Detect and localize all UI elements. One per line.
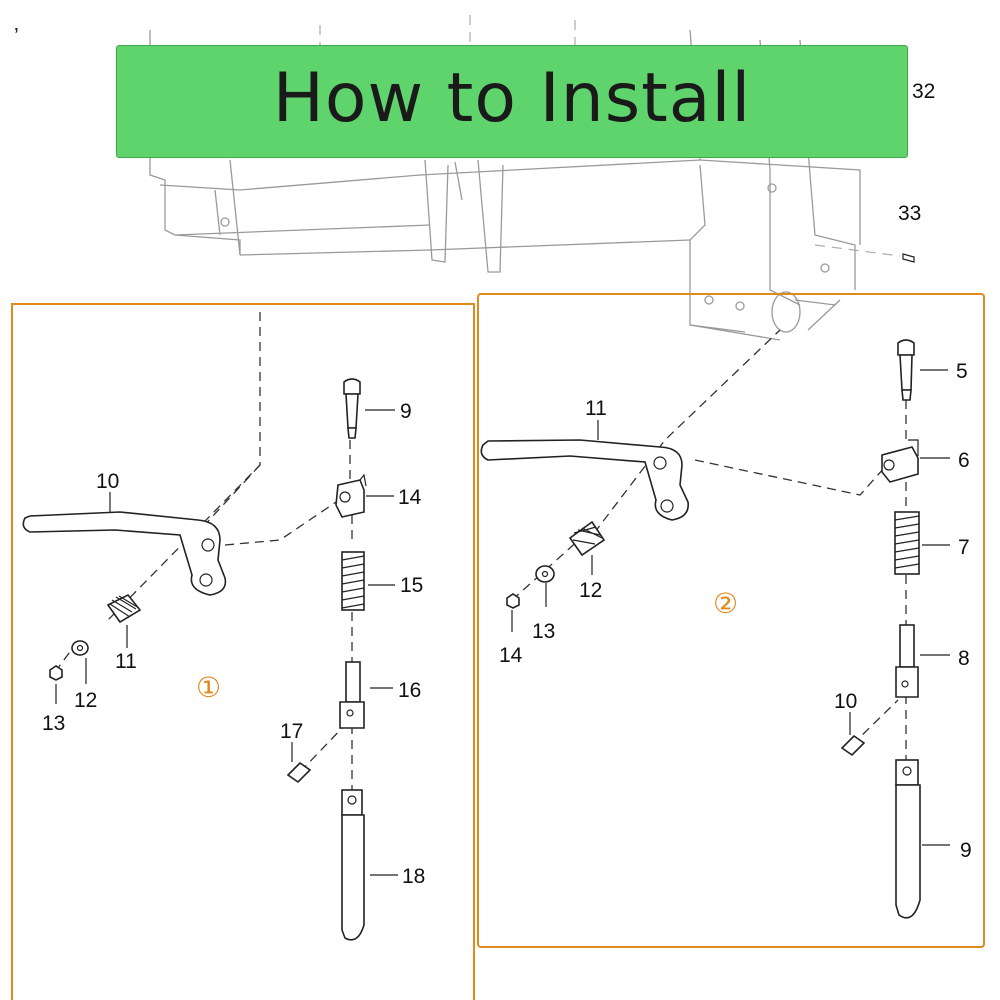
- handle-lever-icon: [480, 439, 689, 521]
- callout-pin: 10: [834, 690, 857, 713]
- sleeve-clevis-icon: [895, 624, 919, 698]
- sleeve-clevis-icon: [339, 661, 365, 729]
- callout-bolt: 9: [400, 400, 412, 423]
- panel-1-number: ①: [196, 671, 221, 704]
- pivot-bracket-icon: [881, 439, 919, 483]
- panel-1-frame: [11, 303, 475, 1000]
- roll-pin-icon: [840, 734, 866, 757]
- lock-plunger-icon: [341, 789, 365, 941]
- washer-icon: [535, 565, 555, 583]
- banner-title: How to Install: [272, 58, 752, 138]
- shoulder-bolt-icon: [343, 378, 361, 439]
- callout-washer: 12: [74, 689, 97, 712]
- panel-2: 11 5 6 7 8 9 10 12 13 14 ②: [477, 293, 985, 948]
- callout-spring: 11: [115, 650, 137, 673]
- panel-2-frame: [477, 293, 985, 948]
- hex-nut-icon: [506, 593, 520, 609]
- callout-main-spring: 7: [958, 536, 970, 559]
- hex-nut-icon: [49, 665, 63, 681]
- callout-32: 32: [912, 80, 935, 103]
- callout-sleeve: 16: [398, 679, 421, 702]
- callout-main-spring: 15: [400, 574, 423, 597]
- compression-spring-icon: [106, 593, 142, 624]
- shoulder-bolt-icon: [897, 339, 915, 401]
- washer-icon: [71, 640, 89, 656]
- pivot-bracket-icon: [335, 473, 367, 518]
- callout-plunger: 18: [402, 865, 425, 888]
- callout-bracket: 14: [398, 486, 422, 509]
- panel-2-number: ②: [713, 587, 738, 620]
- title-banner: How to Install: [116, 45, 908, 158]
- callout-plunger: 9: [960, 839, 972, 862]
- panel-1: 10 9 14 15 16 18 17 11 12 13 ①: [11, 303, 475, 1000]
- callout-handle: 11: [585, 397, 607, 420]
- callout-spring: 12: [579, 579, 602, 602]
- handle-lever-icon: [22, 511, 227, 596]
- callout-sleeve: 8: [958, 647, 970, 670]
- main-spring-icon: [341, 551, 365, 611]
- callout-bracket: 6: [958, 449, 970, 472]
- callout-pin: 17: [280, 720, 303, 743]
- callout-nut: 13: [42, 712, 65, 735]
- callout-handle: 10: [96, 470, 119, 493]
- main-spring-icon: [894, 511, 920, 575]
- svg-text:‚: ‚: [14, 12, 19, 35]
- callout-bolt: 5: [956, 360, 968, 383]
- compression-spring-icon: [568, 520, 606, 557]
- callout-nut: 14: [499, 644, 523, 667]
- roll-pin-icon: [286, 761, 312, 784]
- callout-washer: 13: [532, 620, 555, 643]
- callout-33: 33: [898, 202, 921, 225]
- lock-plunger-icon: [895, 759, 921, 919]
